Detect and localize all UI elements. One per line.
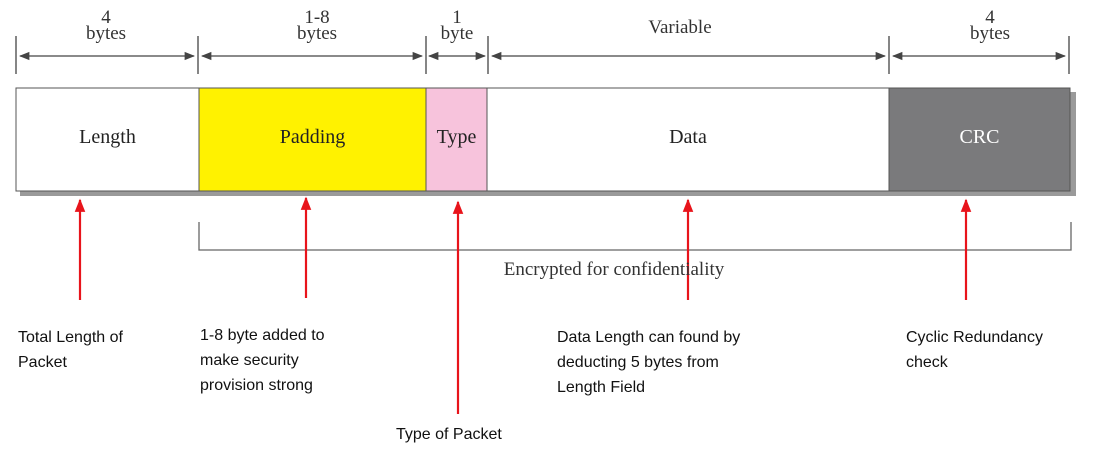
padding-annotation-line: 1-8 byte added to [200, 327, 325, 344]
length-size-number: 4 [101, 7, 111, 28]
length-size-unit: bytes [85, 23, 127, 44]
length-size-label: 4 bytes [76, 7, 136, 44]
size-ticks [15, 36, 1070, 74]
type-size-number: 1 [452, 7, 462, 28]
padding-field-label: Padding [279, 126, 346, 148]
data-annotation-line: Length Field [557, 379, 646, 396]
crc-size-label: 4 bytes [960, 7, 1020, 44]
padding-size-number: 1-8 [304, 7, 330, 28]
padding-annotation-line: make security [200, 352, 299, 369]
length-field-label: Length [79, 126, 136, 148]
crc-field-box [888, 87, 1071, 192]
type-field-label: Type [436, 126, 477, 148]
crc-size-unit: bytes [969, 23, 1011, 44]
data-annotation-line: deducting 5 bytes from [557, 354, 719, 371]
encrypted-label: Encrypted for confidentiality [503, 259, 725, 280]
crc-annotation-line: Cyclic Redundancy [906, 329, 1043, 346]
encrypted-bracket [198, 222, 1072, 251]
data-annotation: Data Length can found by deducting 5 byt… [557, 325, 740, 400]
data-annotation-line: Data Length can found by [557, 329, 741, 346]
type-size-unit: byte [440, 23, 474, 44]
length-annotation-line: Packet [18, 354, 67, 371]
length-annotation-line: Total Length of [18, 329, 123, 346]
length-annotation: Total Length of Packet [18, 325, 123, 375]
type-annotation: Type of Packet [396, 426, 502, 443]
padding-annotation-line: provision strong [200, 377, 313, 394]
annotation-arrows [74, 196, 972, 414]
crc-field-label: CRC [959, 126, 1000, 148]
type-size-label: 1 byte [427, 7, 487, 44]
data-size-label: Variable [648, 17, 712, 38]
padding-size-unit: bytes [296, 23, 338, 44]
crc-annotation: Cyclic Redundancy check [906, 325, 1043, 375]
crc-annotation-line: check [906, 354, 948, 371]
padding-annotation: 1-8 byte added to make security provisio… [200, 323, 325, 398]
crc-size-number: 4 [985, 7, 995, 28]
type-field-box [425, 87, 488, 192]
padding-size-label: 1-8 bytes [282, 7, 352, 44]
data-field-label: Data [669, 126, 707, 148]
